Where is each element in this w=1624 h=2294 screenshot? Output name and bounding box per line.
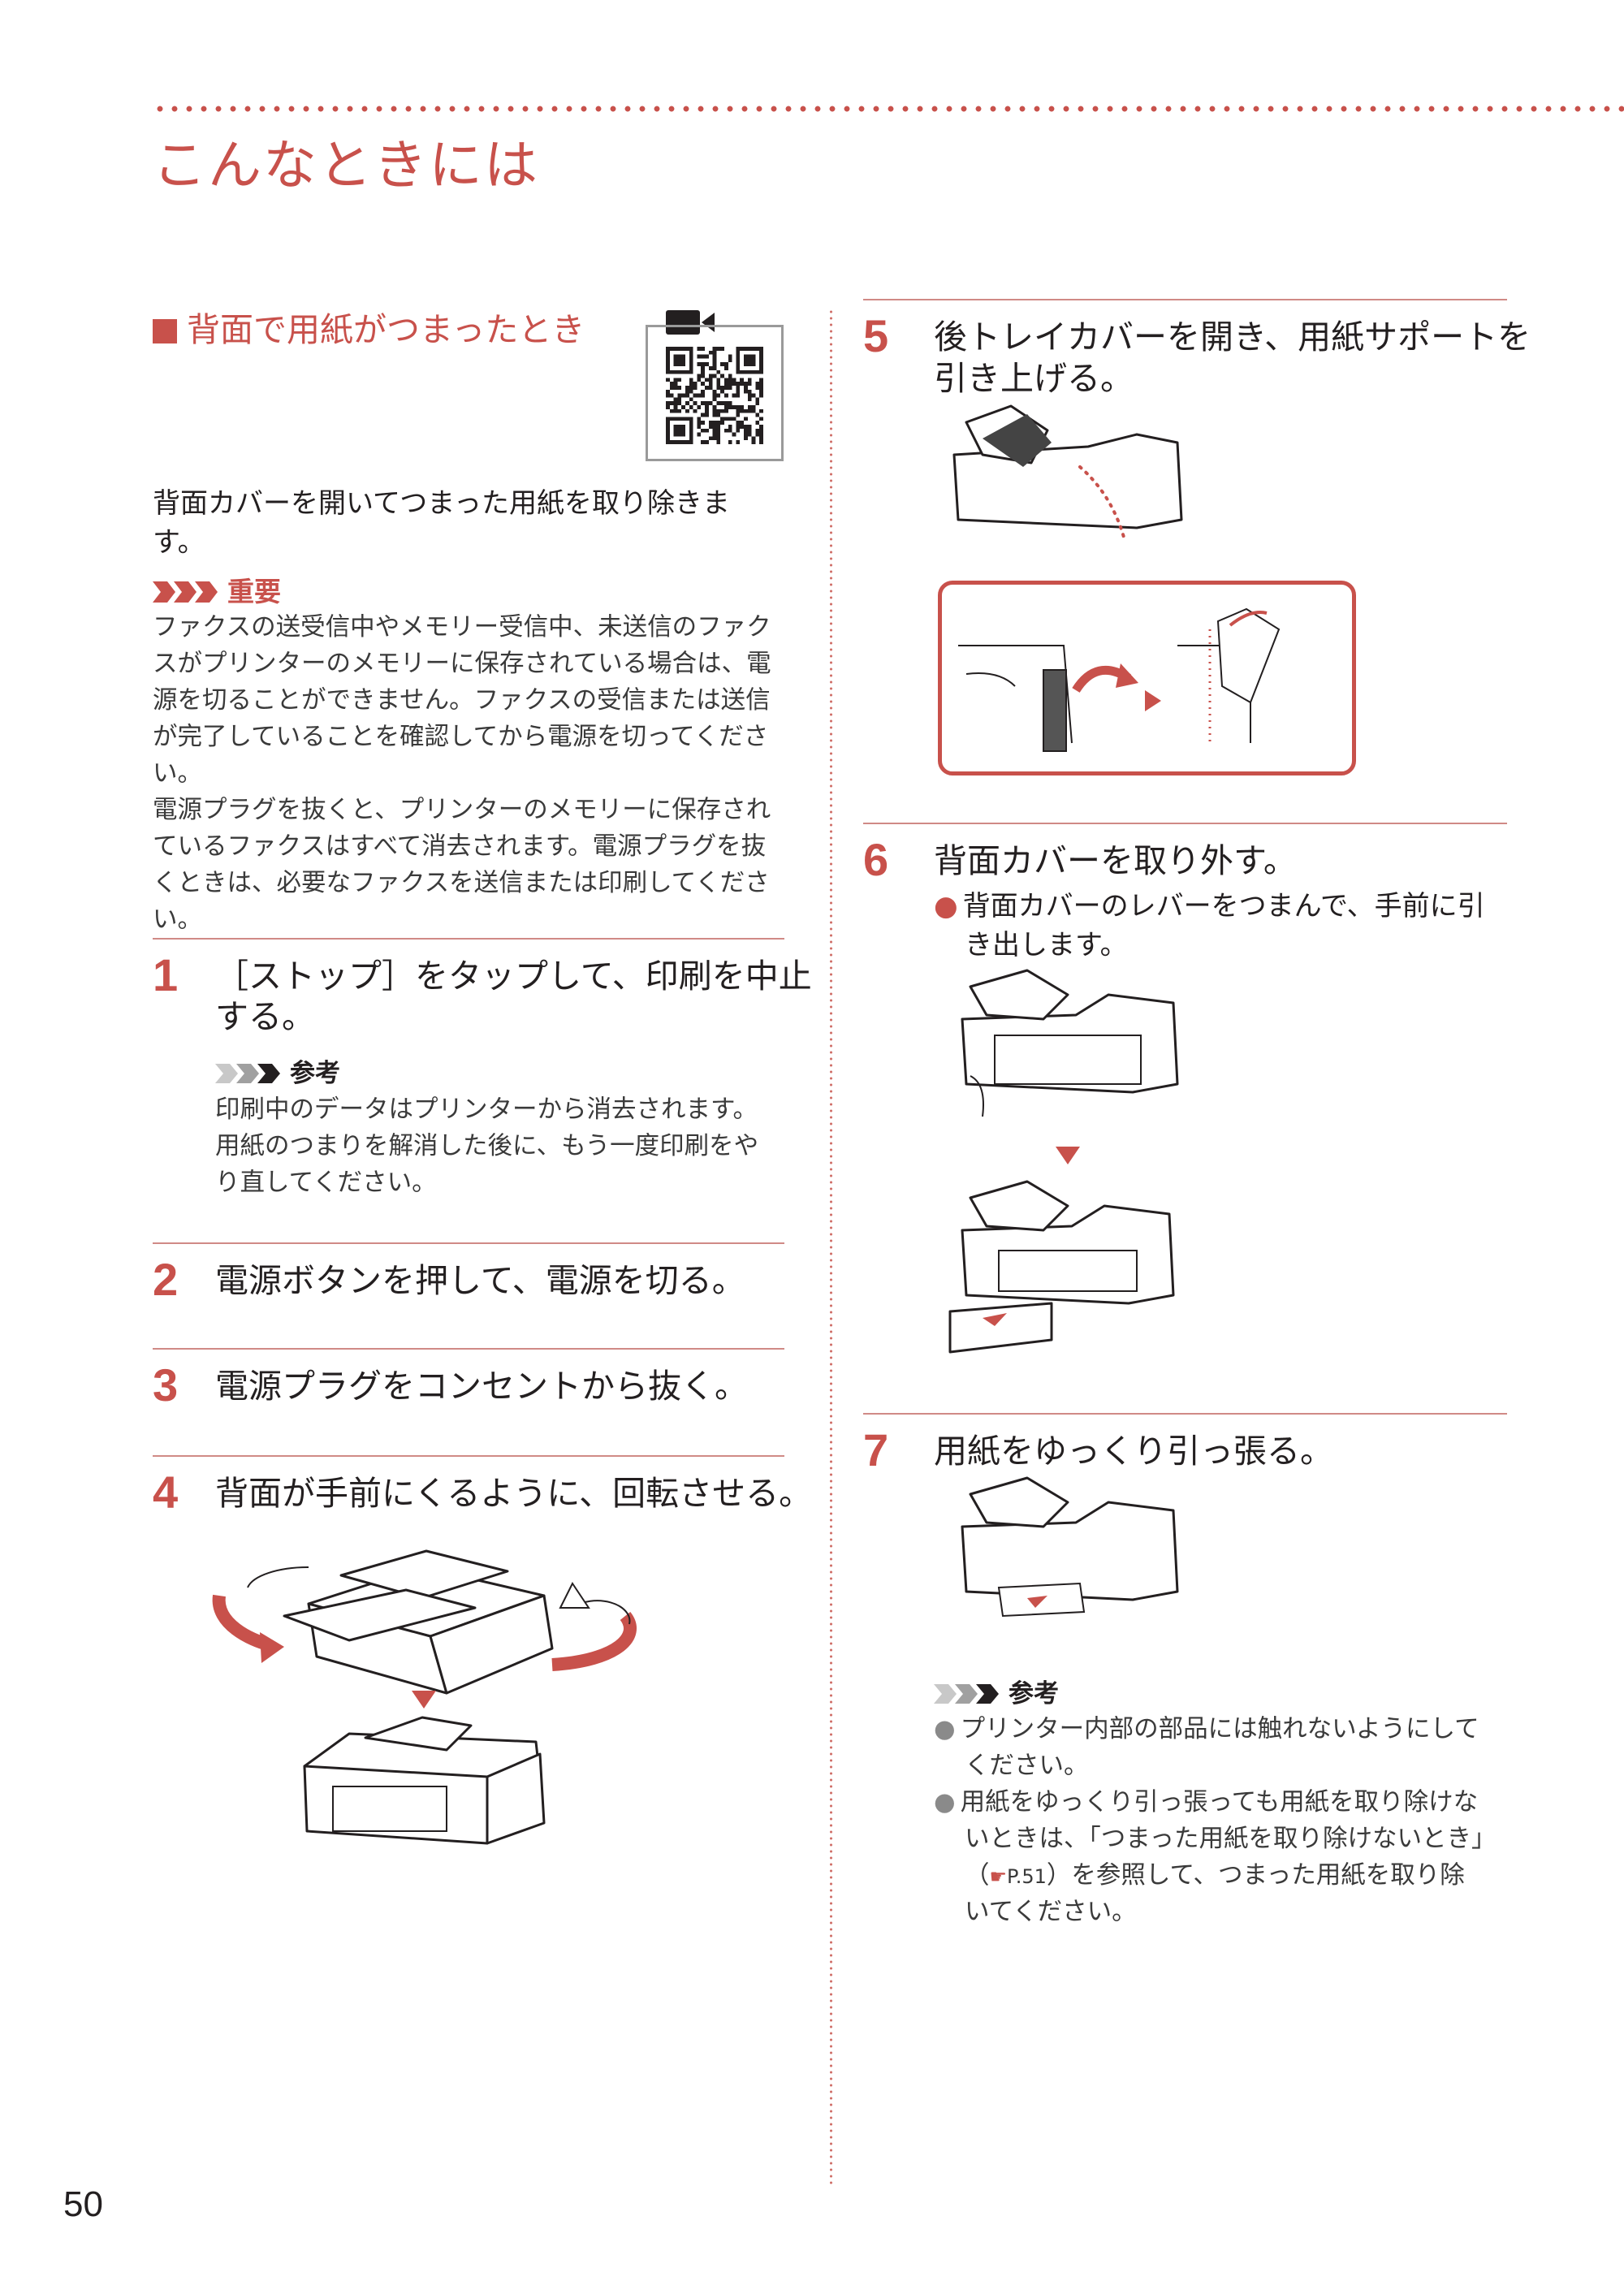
step-text: 背面が手前にくるように、回転させる。 — [215, 1474, 813, 1513]
rear-tray-detail-frame — [938, 581, 1356, 775]
qr-code[interactable] — [666, 347, 763, 444]
remove-rear-cover-illustration-1 — [961, 969, 1179, 1117]
important-line: 源を切ることができません。ファクスの受信または送信 — [153, 686, 771, 715]
step-divider — [153, 1348, 784, 1350]
important-line: が完了していることを確認してから電源を切ってくださ — [153, 723, 769, 751]
important-line: 電源プラグを抜くと、プリンターのメモリーに保存され — [153, 796, 771, 824]
chevron-important-icon — [153, 581, 218, 603]
step-number: 3 — [153, 1359, 179, 1411]
step-divider — [153, 938, 784, 940]
printer-rear-tray-illustration — [952, 404, 1183, 542]
step-divider — [863, 299, 1507, 300]
down-arrow-icon — [1056, 1147, 1080, 1164]
reference-bullet: ●用紙をゆっくり引っ張っても用紙を取り除けな — [934, 1788, 1479, 1817]
important-line: い。 — [153, 905, 202, 934]
pointing-hand-icon: ☛ — [989, 1865, 1008, 1888]
step-text: 後トレイカバーを開き、用紙サポートを — [934, 318, 1531, 356]
important-heading: 重要 — [153, 570, 281, 609]
step-divider — [153, 1242, 784, 1244]
step-text: 用紙をゆっくり引っ張る。 — [934, 1432, 1333, 1471]
step-text: 電源プラグをコンセントから抜く。 — [215, 1367, 748, 1406]
remove-rear-cover-illustration-2 — [948, 1180, 1175, 1354]
rotate-printer-illustration — [212, 1549, 637, 1845]
important-line: ているファクスはすべて消去されます。電源プラグを抜 — [153, 832, 767, 861]
section-heading: 背面で用紙がつまったとき — [153, 302, 585, 351]
reference-heading: 参考 — [934, 1673, 1059, 1709]
pull-paper-illustration — [961, 1476, 1179, 1618]
square-bullet-icon — [153, 319, 177, 343]
reference-bullet-cont: いてください。 — [965, 1898, 1137, 1926]
step-number: 4 — [153, 1467, 179, 1518]
step-text: ［ストップ］をタップして、印刷を中止 — [215, 957, 812, 996]
step-divider — [863, 1413, 1507, 1415]
step-text: 電源ボタンを押して、電源を切る。 — [215, 1261, 745, 1300]
video-camera-icon — [666, 310, 715, 335]
step-number: 7 — [863, 1424, 889, 1475]
reference-line: 印刷中のデータはプリンターから消去されます。 — [215, 1095, 758, 1124]
important-line: スがプリンターのメモリーに保存されている場合は、電 — [153, 650, 771, 678]
page-reference-link[interactable]: P.51 — [1007, 1865, 1047, 1888]
reference-bullet-cont: （☛P.51）を参照して、つまった用紙を取り除 — [965, 1861, 1465, 1890]
page-title: こんなときには — [153, 134, 539, 197]
reference-bullet: ●プリンター内部の部品には触れないようにして — [934, 1715, 1479, 1743]
important-line: くときは、必要なファクスを送信または印刷してくださ — [153, 869, 770, 897]
page-number: 50 — [63, 2184, 103, 2224]
step-number: 1 — [153, 949, 179, 1000]
reference-line: 用紙のつまりを解消した後に、もう一度印刷をや — [215, 1132, 759, 1160]
step-number: 5 — [863, 310, 889, 361]
step-text: 背面カバーを取り外す。 — [934, 841, 1297, 880]
important-line: ファクスの送受信中やメモリー受信中、未送信のファク — [153, 613, 771, 642]
step-bullet-cont: き出します。 — [965, 929, 1128, 961]
step-text: する。 — [215, 997, 315, 1036]
reference-heading: 参考 — [215, 1052, 340, 1089]
reference-line: り直してください。 — [215, 1169, 437, 1197]
chevron-reference-icon — [215, 1064, 280, 1083]
step-number: 6 — [863, 834, 889, 885]
rear-tray-detail-illustration — [958, 607, 1281, 752]
step-divider — [153, 1455, 784, 1457]
step-number: 2 — [153, 1254, 179, 1305]
reference-bullet-cont: ください。 — [965, 1752, 1089, 1780]
reference-bullet-cont: いときは、「つまった用紙を取り除けないとき」 — [965, 1825, 1497, 1853]
step-divider — [863, 823, 1507, 824]
down-arrow-icon — [412, 1691, 436, 1709]
column-divider — [830, 309, 832, 2184]
step-text: 引き上げる。 — [934, 359, 1134, 398]
intro-line-2: す。 — [153, 526, 205, 559]
right-arrow-icon — [1145, 690, 1161, 711]
qr-code-frame[interactable] — [646, 325, 784, 461]
intro-line-1: 背面カバーを開いてつまった用紙を取り除きま — [153, 487, 730, 520]
header-dot-rule — [153, 104, 1624, 114]
important-line: い。 — [153, 759, 202, 788]
chevron-reference-icon — [934, 1684, 999, 1704]
step-bullet: ●背面カバーのレバーをつまんで、手前に引 — [934, 890, 1485, 922]
